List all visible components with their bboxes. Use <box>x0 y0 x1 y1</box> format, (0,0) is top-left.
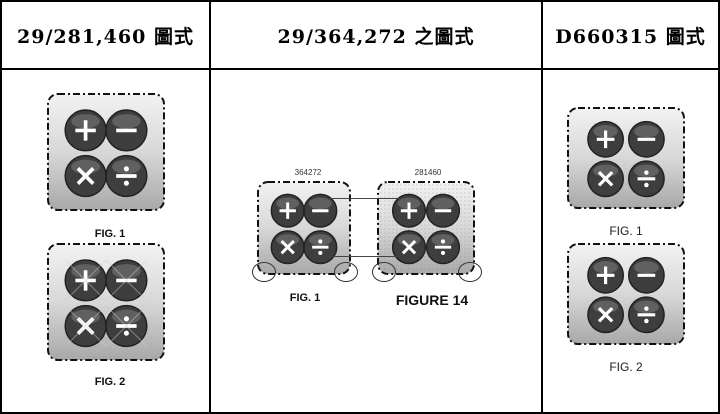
annotation-circle-3 <box>372 262 396 282</box>
fig2-label-col1: FIG. 2 <box>94 376 126 388</box>
calculator-icon-fig1-col3 <box>566 106 686 210</box>
fig2-label-col3: FIG. 2 <box>609 360 643 374</box>
header-col1: 29/281,460 圖式 <box>17 25 194 48</box>
figure14-label: FIGURE 14 <box>395 292 469 308</box>
calculator-icon-svg <box>567 107 685 209</box>
column-divider-2 <box>541 2 543 412</box>
calculator-icon-fig2-col3 <box>566 242 686 346</box>
annotation-circle-4 <box>458 262 482 282</box>
calculator-icon-fig1 <box>46 92 166 212</box>
fig1-label-col1: FIG. 1 <box>94 228 126 240</box>
calculator-icon-svg <box>47 243 165 361</box>
calculator-icon-svg <box>377 181 475 275</box>
design-number-281460: 281460 <box>414 168 442 177</box>
annotation-line-bottom <box>330 256 400 257</box>
annotation-line-top <box>330 198 400 199</box>
annotation-circle-1 <box>252 262 276 282</box>
calculator-icon-svg <box>257 181 351 275</box>
fig1-label-col3: FIG. 1 <box>609 224 643 238</box>
calculator-icon-364272 <box>256 180 352 276</box>
header-divider <box>2 68 718 70</box>
calculator-icon-281460 <box>376 180 476 276</box>
fig1-label-col2: FIG. 1 <box>289 292 321 304</box>
calculator-icon-svg <box>47 93 165 211</box>
annotation-circle-2 <box>334 262 358 282</box>
design-number-364272: 364272 <box>294 168 322 177</box>
calculator-icon-fig2 <box>46 242 166 362</box>
column-divider-1 <box>209 2 211 412</box>
calculator-icon-svg <box>567 243 685 345</box>
header-col2: 29/364,272 之圖式 <box>277 25 475 48</box>
header-col3: D660315 圖式 <box>555 25 706 48</box>
